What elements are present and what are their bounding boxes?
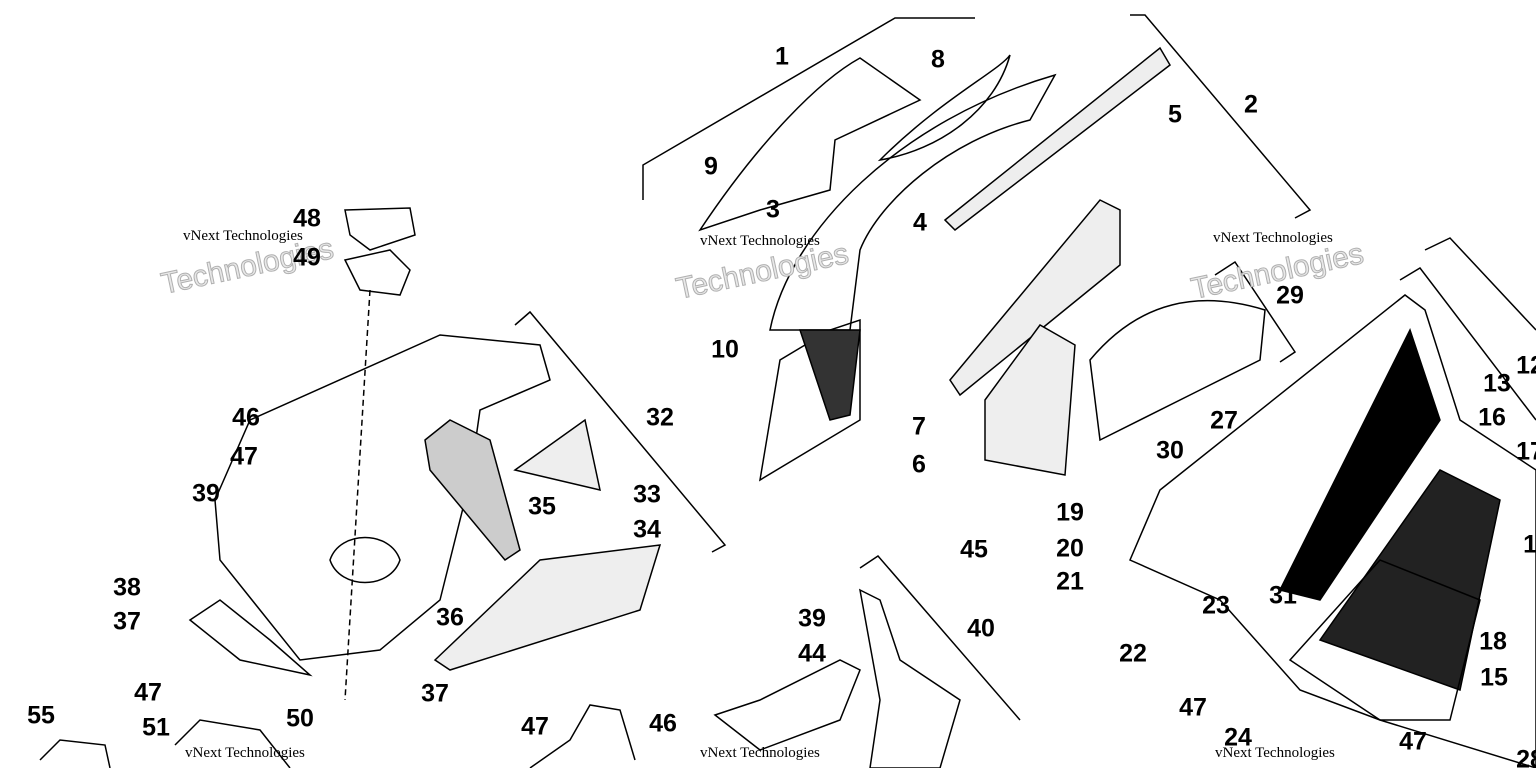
callout: 33	[633, 480, 661, 509]
callout: 47	[1179, 693, 1207, 722]
bracket-32	[514, 310, 727, 553]
foam-33	[513, 418, 601, 492]
watermark-text: vNext Technologies	[700, 745, 820, 761]
callout: 18	[1479, 627, 1507, 656]
callout: 46	[649, 709, 677, 738]
callout: 38	[113, 573, 141, 602]
callout: 19	[1056, 498, 1084, 527]
callout: 32	[646, 403, 674, 432]
watermark-text: vNext Technologies	[183, 228, 303, 244]
callout: 1	[775, 42, 789, 71]
callout: 5	[1168, 100, 1182, 129]
foam-5	[943, 46, 1171, 231]
nose-opening	[329, 536, 401, 584]
callout: 20	[1056, 534, 1084, 563]
callout: 44	[798, 639, 826, 668]
callout: 35	[528, 492, 556, 521]
bracket-right	[1424, 237, 1536, 331]
side-panel-12	[1129, 294, 1536, 768]
callout: 3	[766, 195, 780, 224]
decal-8	[877, 54, 1011, 162]
part-44	[713, 659, 861, 751]
callout: 36	[436, 603, 464, 632]
callout: 9	[704, 152, 718, 181]
callout: 31	[1269, 581, 1297, 610]
callout: 40	[967, 614, 995, 643]
callout: 8	[931, 45, 945, 74]
callout: 12	[1516, 351, 1536, 380]
callout: 30	[1156, 436, 1184, 465]
callout: 14	[1523, 530, 1536, 559]
bracket-29	[1214, 260, 1297, 363]
decal-zr	[1278, 328, 1441, 601]
callout: 55	[27, 701, 55, 730]
bracket-1	[642, 17, 975, 200]
foam-34	[433, 544, 662, 671]
callout: 21	[1056, 567, 1084, 596]
callout: 46	[232, 403, 260, 432]
callout: 22	[1119, 639, 1147, 668]
watermark-text: vNext Technologies	[1213, 230, 1333, 246]
side-trim-38	[188, 599, 313, 677]
decal-lower	[1318, 469, 1501, 691]
panel-30	[1089, 299, 1266, 442]
part-40	[858, 588, 961, 768]
callout: 16	[1478, 403, 1506, 432]
gasket-49	[343, 249, 411, 296]
bracket-12	[1399, 267, 1536, 421]
callout: 28	[1516, 745, 1536, 774]
decal-9	[698, 57, 922, 232]
callout: 48	[293, 204, 321, 233]
callout: 7	[912, 412, 926, 441]
foam-7	[949, 199, 1121, 397]
callout: 34	[633, 515, 661, 544]
callout: 17	[1516, 437, 1536, 466]
part-46	[529, 704, 636, 768]
callout: 49	[293, 243, 321, 272]
callout: 37	[113, 607, 141, 636]
callout: 45	[960, 535, 988, 564]
hood-insert	[798, 329, 861, 421]
watermark-text: vNext Technologies	[700, 233, 820, 249]
bracket-40	[859, 555, 1021, 721]
callout: 47	[230, 442, 258, 471]
watermark-text: vNext Technologies	[1215, 745, 1335, 761]
callout: 29	[1276, 281, 1304, 310]
hood-3	[769, 73, 1057, 331]
decal-18	[1288, 559, 1481, 721]
callout: 10	[711, 335, 739, 364]
gasket-48	[344, 207, 416, 251]
callout: 50	[286, 704, 314, 733]
callout: 13	[1483, 369, 1511, 398]
foam-35	[424, 419, 521, 561]
part-51	[174, 719, 291, 768]
decal-10	[758, 318, 861, 482]
callout: 23	[1202, 591, 1230, 620]
foam-6	[984, 324, 1076, 476]
bracket-2	[1130, 14, 1312, 219]
callout: 4	[913, 208, 927, 237]
callout: 6	[912, 450, 926, 479]
callout: 39	[798, 604, 826, 633]
callout: 24	[1224, 723, 1252, 752]
callout: 47	[134, 678, 162, 707]
callout: 47	[521, 712, 549, 741]
part-55	[39, 739, 111, 768]
callout: 39	[192, 479, 220, 508]
watermark-text: vNext Technologies	[185, 745, 305, 761]
leader-line	[344, 289, 371, 701]
callout: 47	[1399, 727, 1427, 756]
callout: 27	[1210, 406, 1238, 435]
callout: 2	[1244, 90, 1258, 119]
callout: 15	[1480, 663, 1508, 692]
callout: 51	[142, 713, 170, 742]
callout: 37	[421, 679, 449, 708]
